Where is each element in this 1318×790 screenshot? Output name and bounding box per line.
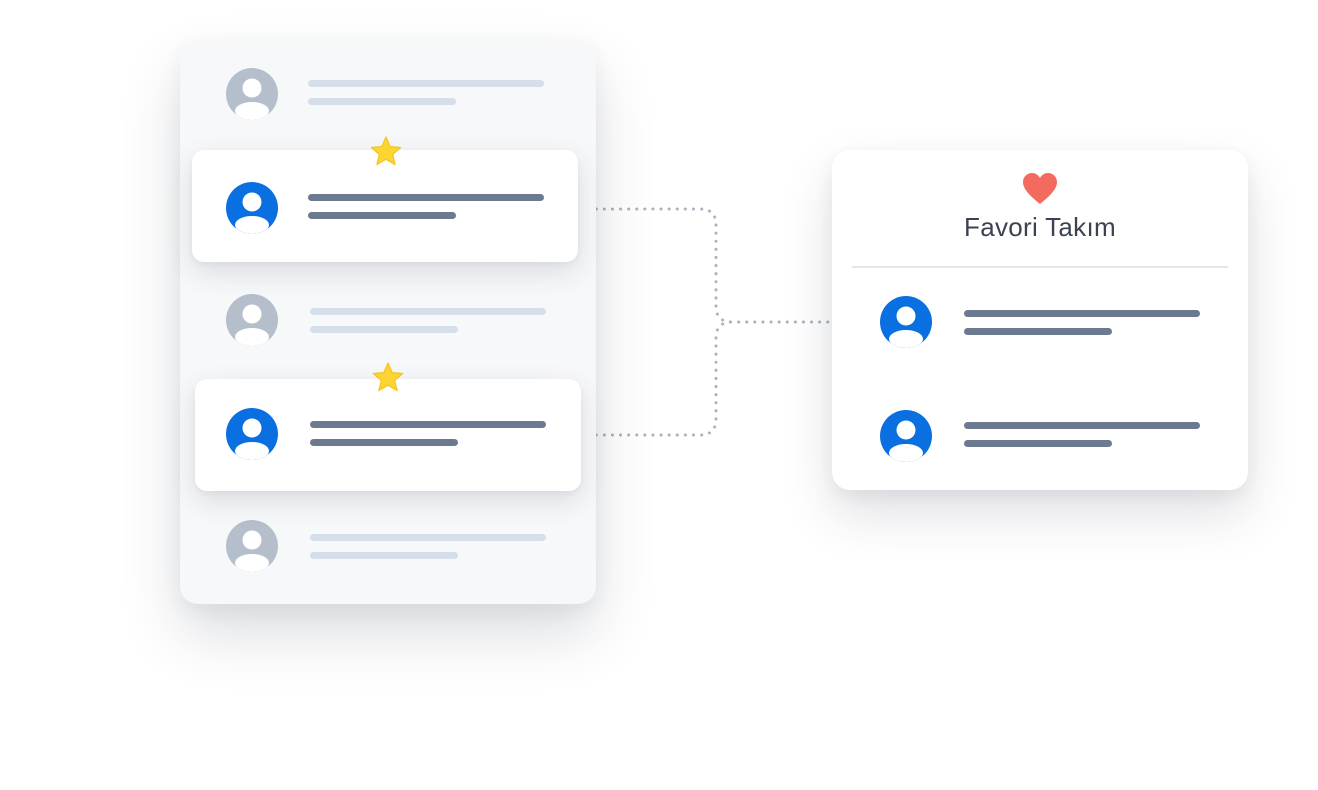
star-icon[interactable] (369, 135, 403, 169)
list-item[interactable] (180, 496, 596, 600)
user-avatar-icon (226, 520, 278, 572)
list-item-selected[interactable] (195, 379, 581, 491)
placeholder-line (964, 422, 1200, 429)
user-avatar-icon (226, 408, 278, 460)
divider (852, 266, 1228, 268)
placeholder-line (308, 80, 544, 87)
placeholder-line (310, 308, 546, 315)
placeholder-line (310, 326, 458, 333)
user-avatar-icon (880, 296, 932, 348)
placeholder-line (964, 440, 1112, 447)
star-icon[interactable] (371, 361, 405, 395)
user-avatar-icon (880, 410, 932, 462)
user-avatar-icon (226, 294, 278, 346)
favorite-team-card: Favori Takım (832, 150, 1248, 490)
team-member-item[interactable] (832, 268, 1248, 378)
placeholder-line (310, 421, 546, 428)
list-item[interactable] (180, 40, 596, 150)
list-item-selected[interactable] (192, 150, 578, 262)
team-member-item[interactable] (832, 382, 1248, 486)
placeholder-line (308, 212, 456, 219)
list-item[interactable] (180, 268, 596, 372)
placeholder-line (308, 194, 544, 201)
placeholder-line (310, 439, 458, 446)
placeholder-line (308, 98, 456, 105)
member-list-panel (180, 40, 596, 604)
connector-path-top (578, 207, 830, 324)
heart-icon (1022, 172, 1058, 206)
placeholder-line (964, 310, 1200, 317)
placeholder-line (310, 534, 546, 541)
user-avatar-icon (226, 182, 278, 234)
team-title: Favori Takım (964, 212, 1116, 242)
placeholder-line (964, 328, 1112, 335)
connector-path-bottom (578, 320, 734, 437)
user-avatar-icon (226, 68, 278, 120)
placeholder-line (310, 552, 458, 559)
